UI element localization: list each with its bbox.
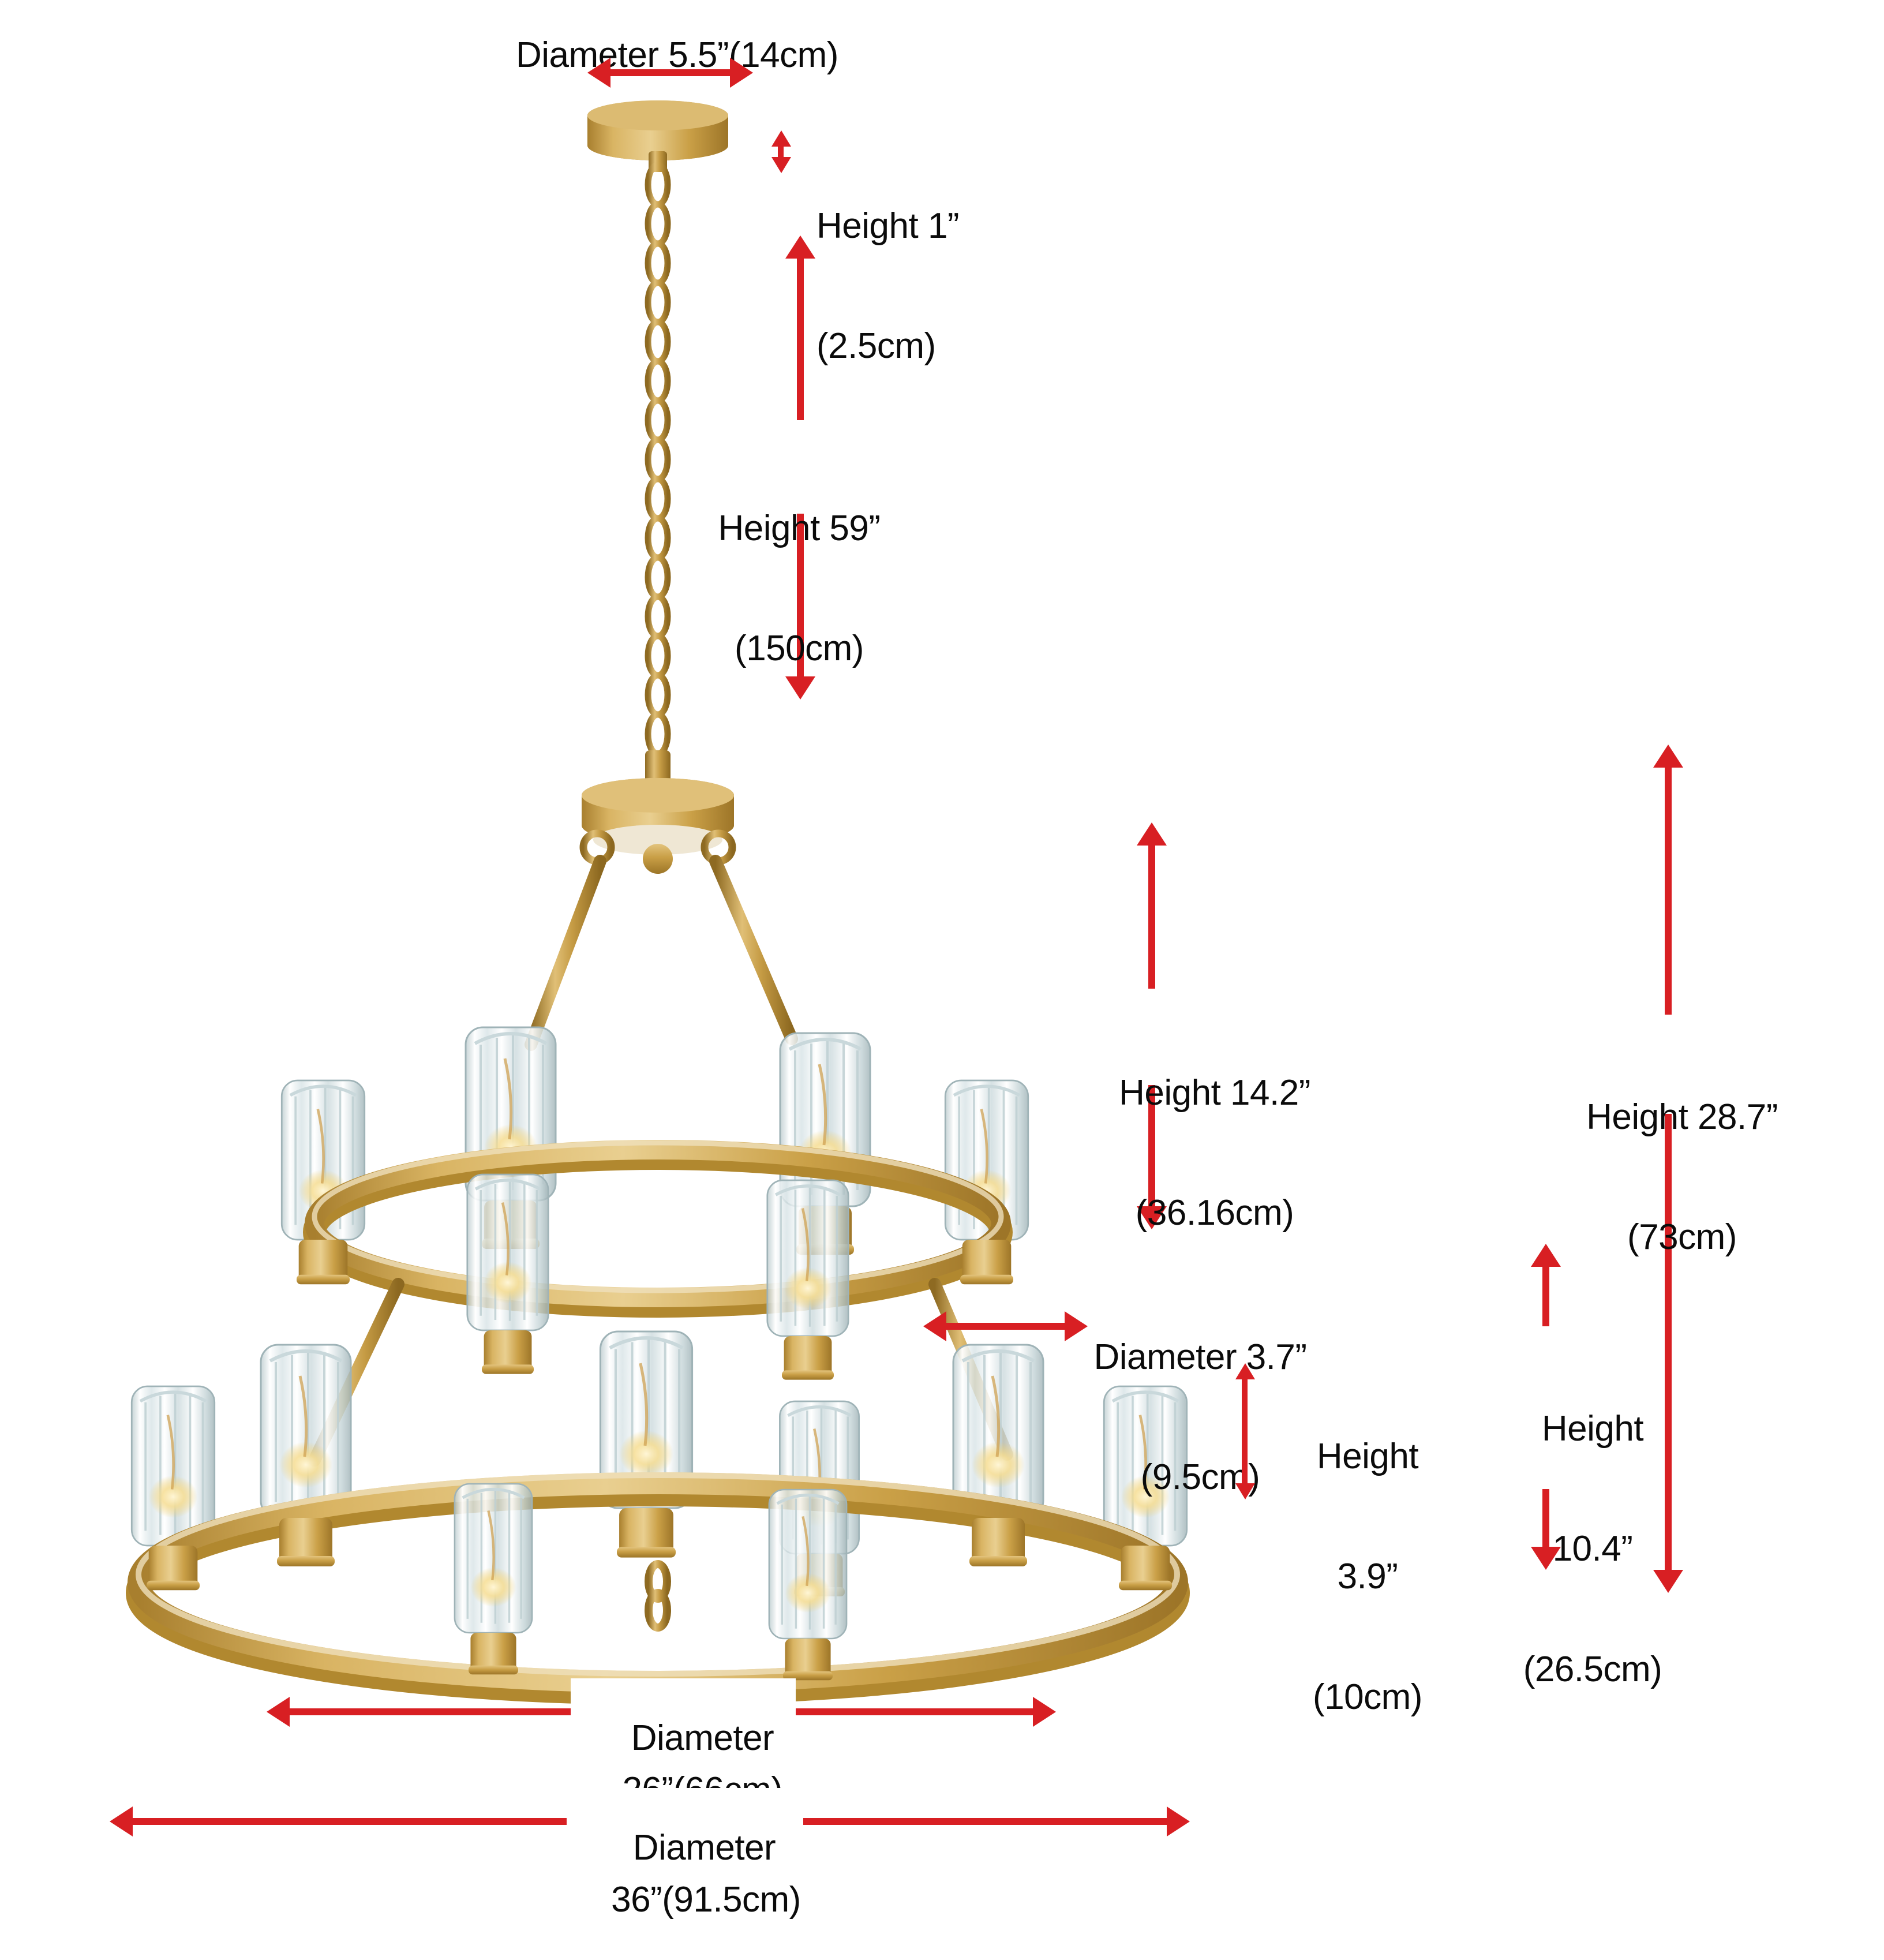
lower-tier-height-line1: Height xyxy=(1541,1408,1644,1449)
shade-diameter-line1: Diameter 3.7” xyxy=(1093,1337,1307,1377)
upper-ring-diameter-word: Diameter xyxy=(571,1678,796,1799)
upper-tier-height-line1: Height 14.2” xyxy=(1119,1072,1310,1113)
lower-tier-height-label: Height 10.4” (26.5cm) xyxy=(1419,1329,1766,1770)
dimension-diagram: Diameter 5.5”(14cm) Height 1” (2.5cm) He… xyxy=(110,0,1881,1920)
canopy-height-line1: Height 1” xyxy=(816,205,960,246)
canopy-height-line2: (2.5cm) xyxy=(816,326,936,366)
center-drop xyxy=(645,1560,671,1632)
support-arms xyxy=(525,855,798,1236)
upper-tier-height-line2: (36.16cm) xyxy=(1135,1193,1294,1233)
lower-ring-diameter-word: Diameter xyxy=(567,1788,803,1909)
chain-height-line2: (150cm) xyxy=(735,629,864,669)
body-height-line1: Height 28.7” xyxy=(1586,1097,1778,1137)
canopy-diameter-label: Diameter 5.5”(14cm) xyxy=(323,0,992,115)
chain-height-label: Height 59” (150cm) xyxy=(664,428,935,749)
lower-tier-height-line2: 10.4” xyxy=(1552,1529,1633,1569)
body-height-label: Height 28.7” (73cm) xyxy=(1483,1017,1881,1338)
lower-ring-diameter-word-text: Diameter xyxy=(632,1828,776,1868)
ceiling-canopy xyxy=(587,100,728,172)
canopy-height-label: Height 1” (2.5cm) xyxy=(816,126,960,447)
top-hub xyxy=(579,750,736,874)
lower-ring-diameter-value-text: 36”(91.5cm) xyxy=(611,1880,801,1920)
upper-tier-height-label: Height 14.2” (36.16cm) xyxy=(992,993,1437,1314)
lower-ring-diameter-value: 36”(91.5cm) xyxy=(508,1840,866,1960)
body-height-line2: (73cm) xyxy=(1627,1217,1737,1258)
shade-height-line1: Height xyxy=(1316,1436,1419,1476)
shade-height-label: Height 3.9” (10cm) xyxy=(1258,1356,1477,1797)
lower-tier-height-line3: (26.5cm) xyxy=(1523,1649,1662,1689)
canopy-diameter-text: Diameter 5.5”(14cm) xyxy=(515,35,838,76)
suspension-chain xyxy=(645,162,671,757)
shade-height-line3: (10cm) xyxy=(1313,1677,1422,1717)
chain-height-line1: Height 59” xyxy=(718,508,881,548)
upper-ring-diameter-word-text: Diameter xyxy=(631,1718,774,1759)
shade-height-line2: 3.9” xyxy=(1337,1557,1398,1597)
